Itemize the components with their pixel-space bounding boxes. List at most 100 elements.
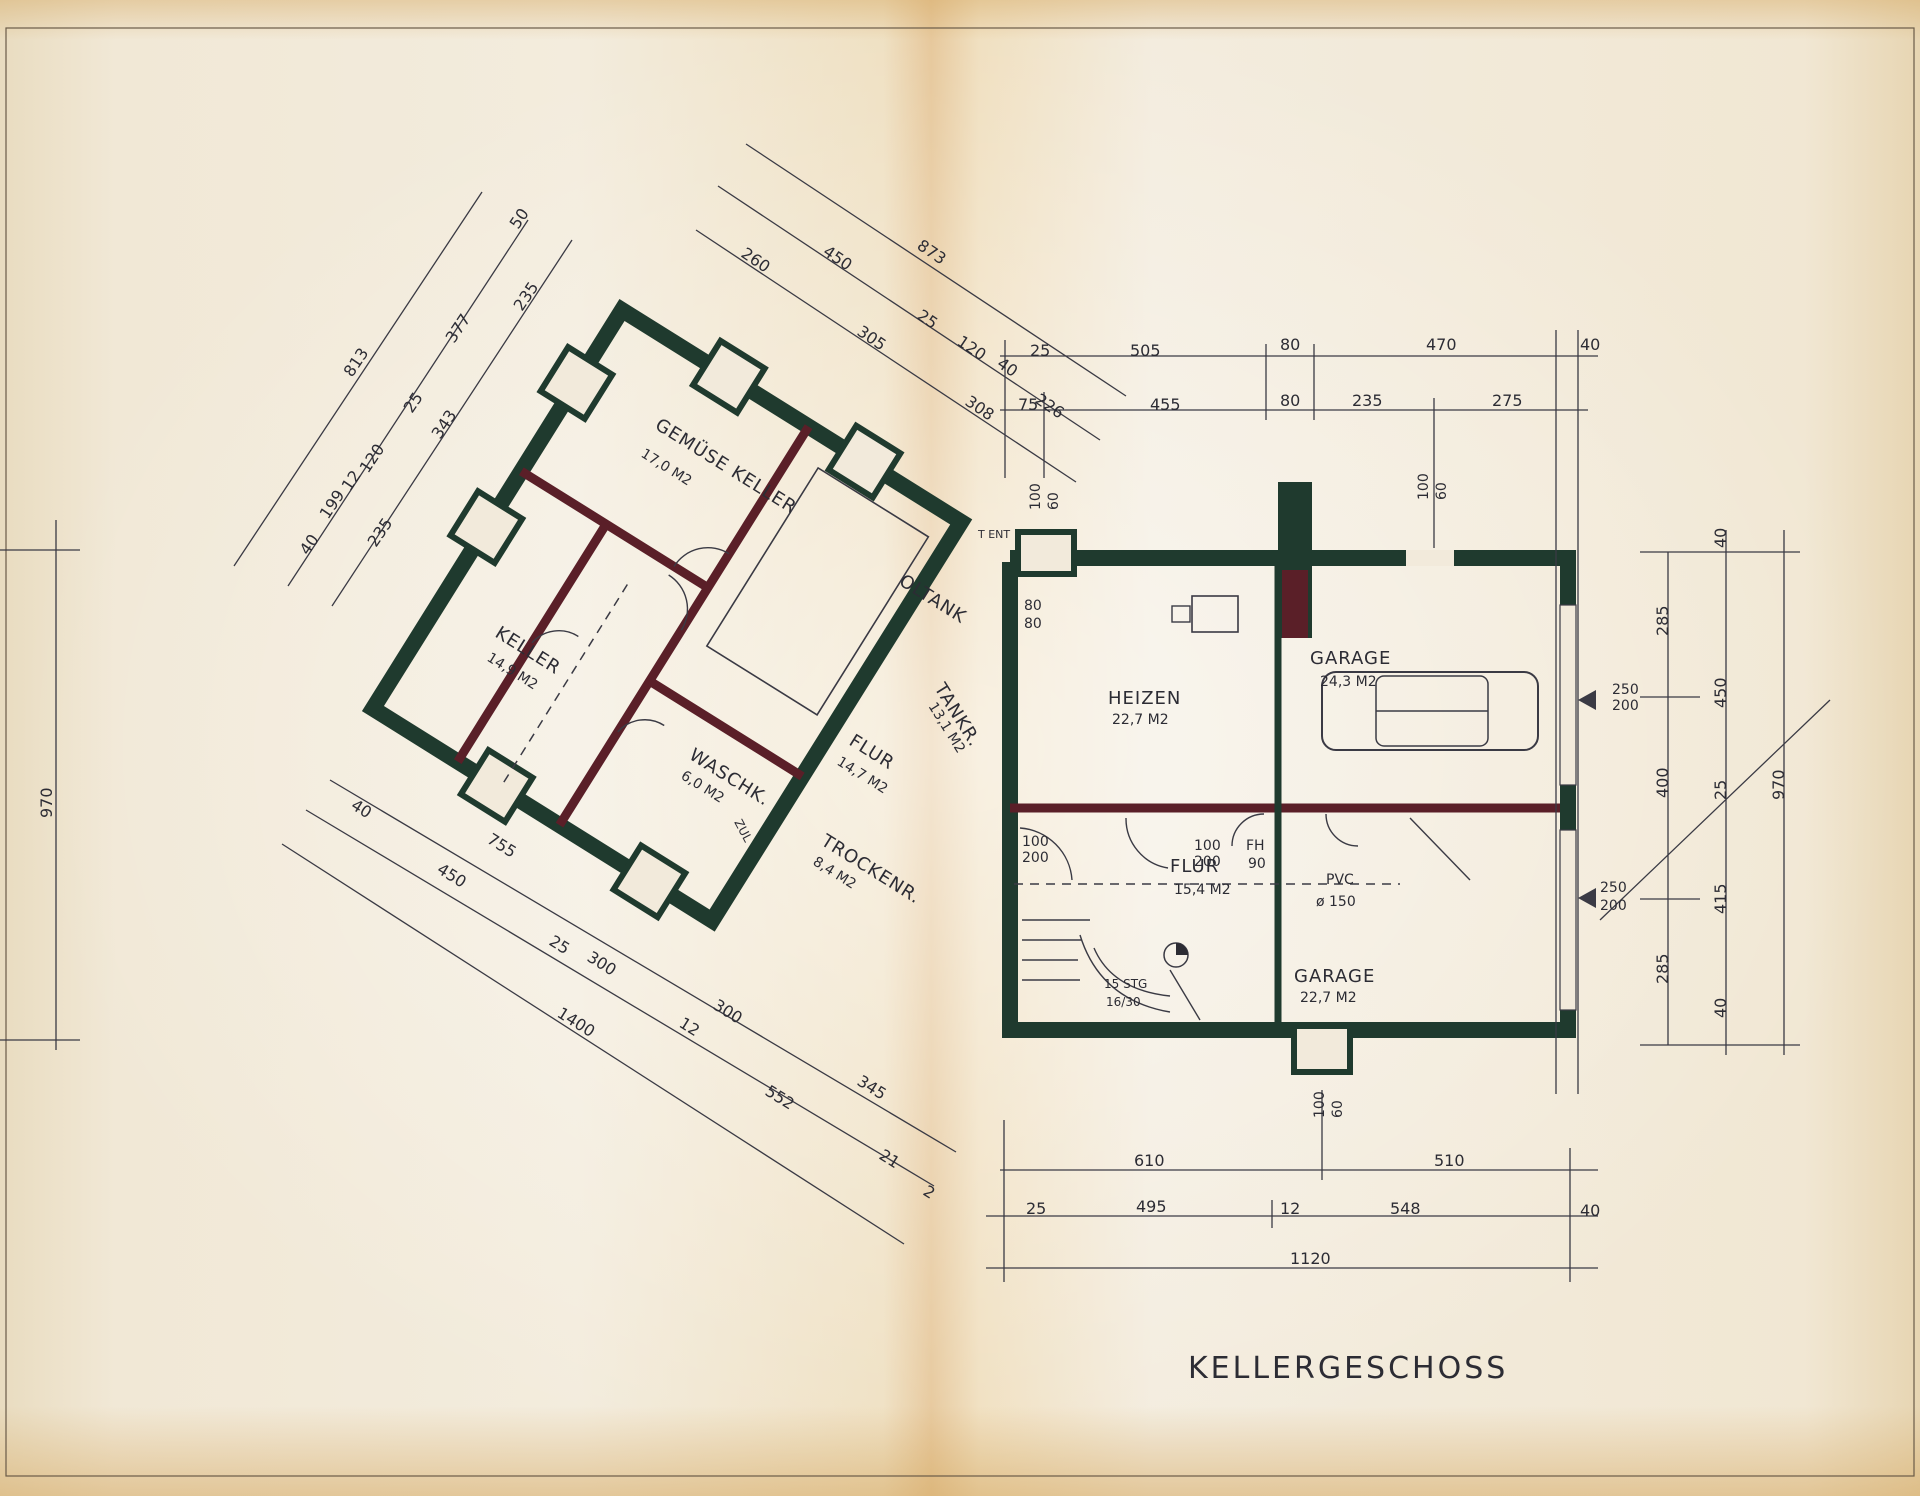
paper-edge-stain <box>0 1406 1920 1496</box>
window-width: 100 <box>1312 1091 1328 1118</box>
dim-text: 80 <box>1280 335 1300 354</box>
garage-door-height: 200 <box>1612 698 1639 714</box>
dim-text: 300 <box>584 947 620 979</box>
window <box>609 841 690 922</box>
door-swing <box>673 547 730 567</box>
dim-text: 2 <box>920 1181 939 1203</box>
door-height: 200 <box>1022 850 1049 866</box>
dim-text: 1400 <box>554 1003 599 1041</box>
dim-text: 285 <box>1653 953 1672 984</box>
dim-text: 275 <box>1492 391 1523 410</box>
garage-door-height: 200 <box>1600 898 1627 914</box>
dims-left-vertical: 970 <box>37 787 56 818</box>
window-height: 60 <box>1434 482 1450 500</box>
door-width: 100 <box>1194 838 1221 854</box>
stairs-size-label: 16/30 <box>1106 995 1141 1009</box>
dim-text: 25 <box>1026 1199 1046 1218</box>
garage-door-width: 250 <box>1600 880 1627 896</box>
dim-text: 400 <box>1653 767 1672 798</box>
window <box>446 487 527 568</box>
window <box>456 745 537 826</box>
dim-text: 40 <box>1711 998 1730 1018</box>
dims-right-vertical: 40 285 450 25 415 285 40 400 970 <box>1653 528 1788 1018</box>
dim-text: 970 <box>1769 769 1788 800</box>
dim-text: 21 <box>876 1145 903 1172</box>
dims-bottom-right: 610 510 25 495 12 548 40 1120 <box>1026 1151 1600 1268</box>
room-label-garage: GARAGE <box>1310 648 1391 669</box>
stairs-label: 15 STG <box>1104 977 1147 991</box>
dim-text: 450 <box>1711 677 1730 708</box>
door-swing <box>1231 813 1265 847</box>
dim-text: 25 <box>400 389 427 417</box>
inner-wall <box>647 677 805 781</box>
dim-text: 260 <box>738 244 774 277</box>
dim-text: 25 <box>1030 341 1050 360</box>
room-label-heizen: HEIZEN <box>1108 688 1181 709</box>
dim-text: 377 <box>442 310 475 346</box>
rotated-block <box>361 298 973 932</box>
dim-text: 970 <box>37 787 56 818</box>
dims-top-right: 25 505 80 470 40 75 455 80 235 275 <box>1018 335 1600 414</box>
window <box>536 342 617 423</box>
garage-door <box>1559 829 1577 1011</box>
dim-text: 75 <box>1018 395 1038 414</box>
annotations: PVC ø 150 15 STG 16/30 FH 90 T ENT ZUL 1… <box>731 473 1638 1118</box>
dim-text: 505 <box>1130 341 1161 360</box>
dim-text: 415 <box>1711 883 1730 914</box>
dim-text: 305 <box>854 322 890 355</box>
opening-width: 80 <box>1024 598 1042 614</box>
dim-text: 235 <box>510 278 543 314</box>
window-height: 60 <box>1330 1100 1346 1118</box>
room-area: 22,7 M2 <box>1300 990 1357 1006</box>
entl-label: T ENT <box>977 528 1010 541</box>
outer-wall <box>361 298 973 932</box>
dim-text: 12 <box>1280 1199 1300 1218</box>
window <box>1406 550 1454 566</box>
boiler-icon <box>1171 605 1191 623</box>
dim-text: 40 <box>1711 528 1730 548</box>
dim-text: 345 <box>854 1071 890 1103</box>
dim-text: 343 <box>428 406 461 442</box>
window <box>1291 1023 1353 1075</box>
pipe-label: ø 150 <box>1316 894 1356 910</box>
dim-text: 873 <box>914 236 950 269</box>
fh-label: FH <box>1246 838 1265 854</box>
dim-text: 40 <box>1580 1201 1600 1220</box>
room-area: 22,7 M2 <box>1112 712 1169 728</box>
door-swing <box>1125 817 1169 869</box>
dim-text: 40 <box>296 531 323 559</box>
right-block <box>1002 482 1577 1075</box>
dim-text: 50 <box>506 205 533 233</box>
sheet-border <box>5 27 1915 1477</box>
inner-wall <box>518 467 711 592</box>
room-area: 15,4 M2 <box>1174 882 1231 898</box>
door-swing <box>1019 827 1073 881</box>
boiler-icon <box>1191 595 1239 633</box>
door-swing <box>668 574 689 631</box>
window <box>824 421 905 502</box>
dim-text: 813 <box>340 344 373 380</box>
door-swing <box>531 630 579 644</box>
window-height: 60 <box>1046 492 1062 510</box>
room-area: 24,3 M2 <box>1320 674 1377 690</box>
garage-door <box>1559 604 1577 786</box>
garage-door-width: 250 <box>1612 682 1639 698</box>
dim-text: 25 <box>546 931 573 958</box>
door-swing <box>617 719 665 733</box>
dim-text: 285 <box>1653 605 1672 636</box>
dim-text: 450 <box>434 859 470 891</box>
window <box>1015 529 1077 577</box>
dim-text: 199 <box>316 486 349 522</box>
chimney-flue <box>1282 570 1308 638</box>
door-swing <box>1325 813 1359 847</box>
stairs <box>1022 919 1201 1021</box>
dim-text: 80 <box>1280 391 1300 410</box>
dim-text: 548 <box>1390 1199 1421 1218</box>
paper-edge-stain <box>0 0 1920 40</box>
dim-text: 300 <box>710 995 746 1027</box>
dim-text: 1120 <box>1290 1249 1331 1268</box>
dim-text: 12 <box>338 467 365 495</box>
opening-height: 80 <box>1024 616 1042 632</box>
dim-text: 470 <box>1426 335 1457 354</box>
